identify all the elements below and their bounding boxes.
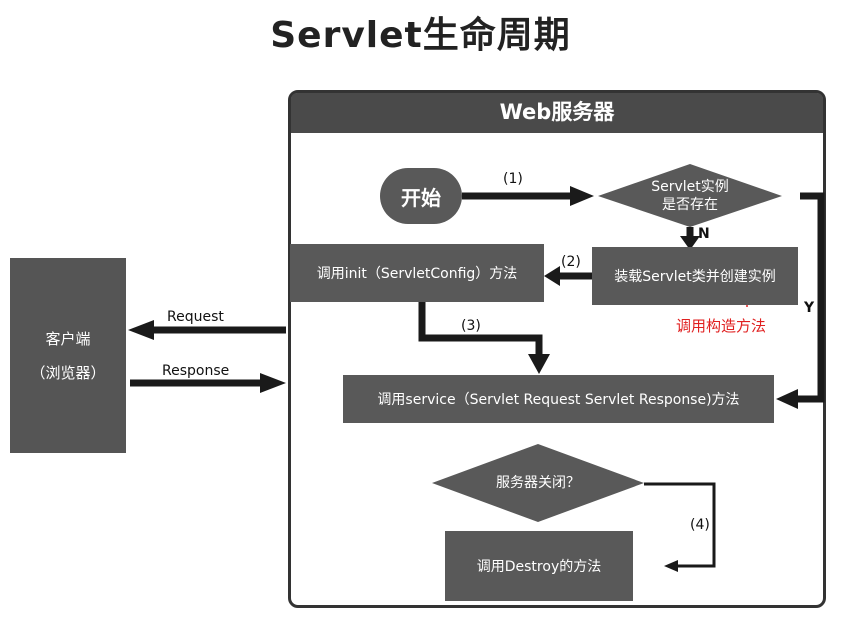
arrowhead-shutdown-to-destroy <box>664 560 678 572</box>
step-3-label: (3) <box>461 318 481 334</box>
step-1-label: (1) <box>503 171 523 187</box>
decision-exists-label: Servlet实例 是否存在 <box>610 178 770 214</box>
web-server-container: Web服务器 <box>288 90 826 608</box>
arrowhead-init-to-service <box>528 354 550 374</box>
arrowhead-decision-to-load <box>680 236 700 250</box>
load-servlet-box: 装载Servlet类并创建实例 <box>592 247 798 305</box>
start-node: 开始 <box>380 168 462 224</box>
step-2-label: (2) <box>561 254 581 270</box>
web-server-header: Web服务器 <box>291 93 823 133</box>
arrowhead-decision-to-service <box>776 389 798 409</box>
service-method-box: 调用service（Servlet Request Servlet Respon… <box>343 375 774 423</box>
arrowhead-start-to-decision <box>570 186 594 206</box>
client-box: 客户端 （浏览器） <box>10 258 126 453</box>
request-label: Request <box>167 309 224 325</box>
no-label: N <box>698 226 710 242</box>
destroy-method-box: 调用Destroy的方法 <box>445 531 633 601</box>
arrow-init-to-service <box>418 302 543 356</box>
decision-diamond-shutdown <box>432 444 644 522</box>
yes-label: Y <box>804 300 815 316</box>
decision-shutdown-label: 服务器关闭？ <box>496 475 580 491</box>
client-label: 客户端 <box>45 329 91 348</box>
client-sublabel: （浏览器） <box>30 363 106 382</box>
decision-exists-line1: Servlet实例 <box>651 179 729 195</box>
arrow-shutdown-to-destroy <box>644 482 716 568</box>
decision-diamond-exists <box>598 164 782 227</box>
arrowhead-response <box>260 373 286 393</box>
decision-exists-line2: 是否存在 <box>662 197 718 213</box>
arrow-decision-to-service <box>796 192 825 403</box>
page-title: Servlet生命周期 <box>270 15 571 56</box>
arrowhead-request <box>128 320 154 340</box>
response-label: Response <box>162 363 230 379</box>
constructor-note: 调用构造方法 <box>676 317 767 335</box>
step-4-label: (4) <box>690 517 710 533</box>
init-method-box: 调用init（ServletConfig）方法 <box>290 244 544 302</box>
arrowhead-load-to-init <box>544 266 560 286</box>
